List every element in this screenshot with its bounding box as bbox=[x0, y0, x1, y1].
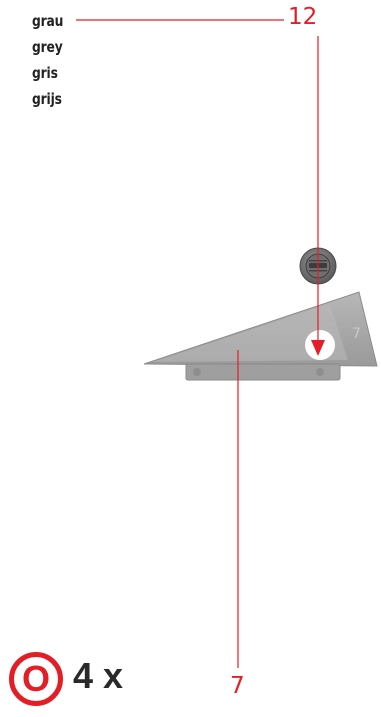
quantity-label: 4 x bbox=[73, 655, 124, 696]
circled-o-icon: O bbox=[9, 652, 63, 706]
color-name-list: grau grey gris grijs bbox=[32, 8, 112, 112]
part-number-12: 12 bbox=[288, 4, 318, 30]
color-name-english: grey bbox=[32, 38, 63, 56]
wedge-part-icon: 7 bbox=[143, 291, 378, 381]
svg-text:7: 7 bbox=[352, 326, 361, 342]
part-number-7: 7 bbox=[230, 673, 245, 699]
color-name-german: grau bbox=[32, 12, 64, 30]
step-quantity-badge: O 4 x bbox=[9, 652, 145, 712]
arrow-down-icon bbox=[311, 340, 325, 356]
color-name-dutch: grijs bbox=[32, 90, 62, 108]
color-name-french: gris bbox=[32, 64, 58, 82]
